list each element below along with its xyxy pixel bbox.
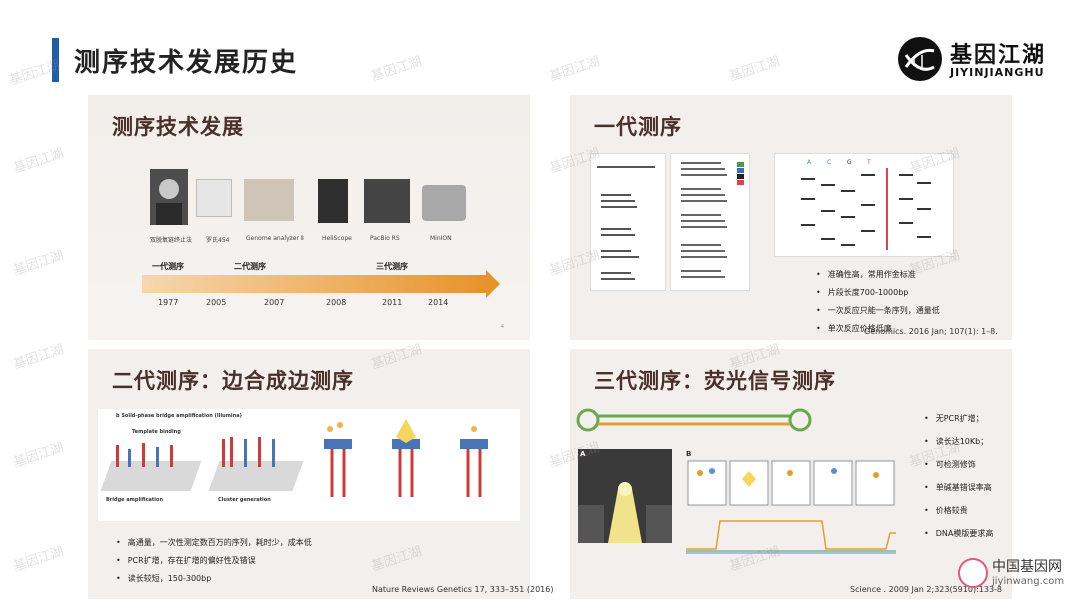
site-logo-chinese: 中国基因网 [992,559,1062,575]
timeline-arrow [142,275,486,293]
strand-blue [272,439,275,467]
roche454-instrument-image [196,179,232,217]
bridge-amplification-figure: b Solid-phase bridge amplification (Illu… [98,409,520,521]
dna-circle-icon [958,558,988,588]
svg-text:G: G [847,159,852,166]
year-label: 2011 [382,298,403,307]
bullet-item: 价格较贵 [924,505,993,516]
logo-english-text: JIYINJIANGHU [950,66,1045,79]
year-label: 2008 [326,298,347,307]
bullet-item: 可检测修饰 [924,459,993,470]
citation-text: Genomics. 2016 Jan; 107(1): 1–8. [864,327,998,336]
sanger-reaction-figure [670,153,750,291]
strand-red [222,439,225,467]
smrtbell-template-figure [576,408,812,432]
strand-red [230,437,233,467]
figure-label: Template binding [132,429,181,435]
bullet-item: PCR扩增，存在扩增的偏好性及错误 [116,555,312,566]
figure-panel-label: B [686,450,692,458]
title-accent-bar [52,38,59,82]
panel-heading: 二代测序：边合成边测序 [112,369,354,393]
watermark-text: 基因江湖 [727,54,782,85]
brand-logo: 基因江湖 JIYINJIANGHU [898,37,1048,83]
page-number: 4 [500,324,504,330]
sanger-sequence-figure [590,153,666,291]
watermark-text: 基因江湖 [547,54,602,85]
strand-red [258,437,261,467]
bullet-item: 读长达10Kb； [924,436,993,447]
timeline-panel: 测序技术发展 双脱氧链终止法 罗氏454 Genome analyzer Ⅱ H… [88,95,530,340]
panel-heading: 测序技术发展 [112,115,244,139]
citation-text: Science . 2009 Jan 2;323(5910):133-8 [850,585,1003,594]
svg-text:T: T [866,159,871,166]
generation-label: 二代测序 [234,262,266,271]
timeline-arrow-head [486,270,500,298]
generation-label: 一代测序 [152,262,184,271]
sanger-portrait-image [150,169,188,225]
fluorescence-trace-figure [686,520,896,554]
zmw-well-figure [578,449,672,543]
strand-blue [156,447,159,467]
bullet-item: 读长较短，150-300bp [116,573,312,584]
watermark-text: 基因江湖 [11,342,66,373]
bullet-item: 准确性高，常用作金标准 [816,269,940,280]
year-label: 2014 [428,298,449,307]
minion-instrument-image [422,185,466,221]
watermark-text: 基因江湖 [11,440,66,471]
instrument-label: MinION [430,235,452,242]
year-label: 2007 [264,298,285,307]
figure-caption-title: b Solid-phase bridge amplification (Illu… [116,413,242,419]
strand-red [142,443,145,467]
third-gen-bullets: 无PCR扩增； 读长达10Kb； 可检测修饰 单碱基错误率高 价格较贵 DNA模… [924,413,994,551]
dna-logo-icon [898,37,942,81]
figure-label: Bridge amplification [106,497,164,503]
logo-chinese-text: 基因江湖 [950,43,1047,68]
heliscope-instrument-image [318,179,348,223]
site-logo: 中国基因网 jiyinwang.com [958,556,1078,604]
second-gen-panel: 二代测序：边合成边测序 b Solid-phase bridge amplifi… [88,349,553,599]
strand-red [116,445,119,467]
site-logo-url: jiyinwang.com [992,576,1065,587]
panel-heading: 三代测序：荧光信号测序 [594,369,836,393]
watermark-text: 基因江湖 [11,544,66,575]
instrument-label: HeliScope [322,235,352,242]
instrument-label: 罗氏454 [206,237,230,244]
svg-text:C: C [827,159,831,166]
bullet-item: 高通量，一次性测定数百万的序列，耗时少，成本低 [116,537,312,548]
first-gen-bullets: 准确性高，常用作金标准 片段长度700-1000bp 一次反应只能一条序列，通量… [816,269,940,341]
bullet-item: 单次反应价格低廉 [816,323,940,334]
bullet-item: 片段长度700-1000bp [816,287,940,298]
year-label: 1977 [158,298,179,307]
figure-panel-label: A [580,450,586,458]
citation-text: Nature Reviews Genetics 17, 333–351 (201… [372,585,554,594]
bullet-item: 无PCR扩增； [924,413,993,424]
pacbio-instrument-image [364,179,410,223]
watermark-text: 基因江湖 [11,146,66,177]
strand-blue [244,439,247,467]
first-gen-panel: 一代测序 A C G T 准确性高，常用作金标准 片段长度700-1000bp [570,95,1012,340]
watermark-text: 基因江湖 [369,54,424,85]
watermark-text: 基因江湖 [11,248,66,279]
polymerase-steps-figure [686,459,896,507]
panel-heading: 一代测序 [594,115,682,139]
bullet-item: DNA模版要求高 [924,528,994,539]
strand-red [170,445,173,467]
instrument-label: 双脱氧链终止法 [150,237,193,244]
page-title: 测序技术发展历史 [74,48,299,78]
year-label: 2005 [206,298,227,307]
third-gen-panel: 三代测序：荧光信号测序 A B 无PCR扩增； 读长达10Kb； 可检测修饰 [570,349,1012,599]
figure-label: Cluster generation [218,497,271,503]
generation-label: 三代测序 [376,262,408,271]
second-gen-bullets: 高通量，一次性测定数百万的序列，耗时少，成本低 PCR扩增，存在扩增的偏好性及错… [116,537,312,591]
instrument-label: Genome analyzer Ⅱ [246,235,304,242]
strand-blue [128,449,131,467]
bullet-item: 一次反应只能一条序列，通量低 [816,305,940,316]
bullet-item: 单碱基错误率高 [924,482,993,493]
svg-text:A: A [807,159,812,166]
instrument-label: PacBio RS [370,235,400,242]
genome-analyzer-instrument-image [244,179,294,221]
